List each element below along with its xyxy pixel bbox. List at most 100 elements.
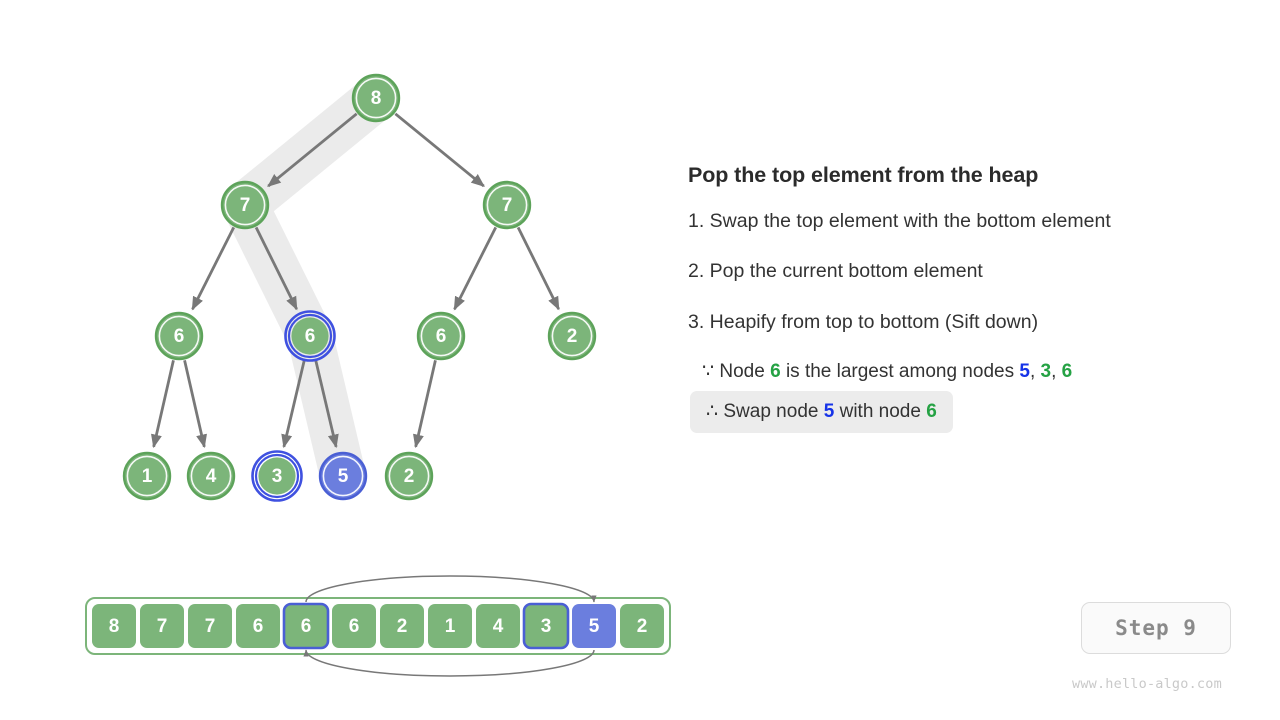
- tree-node: 2: [384, 451, 434, 501]
- step-badge: Step 9: [1081, 602, 1231, 654]
- tree-node-value: 6: [436, 326, 447, 347]
- array-cell: 6: [332, 604, 376, 648]
- step-badge-label: Step 9: [1115, 616, 1197, 640]
- array-cell-value: 3: [541, 616, 552, 637]
- tree-node-value: 8: [371, 88, 382, 109]
- array-cell: 7: [140, 604, 184, 648]
- array-cell: 6: [236, 604, 280, 648]
- tree-node-value: 7: [502, 195, 513, 216]
- sift-down-highlight-path: [222, 75, 399, 499]
- tree-node-value: 7: [240, 195, 251, 216]
- tree-edges: [151, 112, 560, 449]
- array-cell-value: 6: [349, 616, 360, 637]
- array-cell-value: 5: [589, 616, 600, 637]
- conclusion-text: ∴ Swap node 5 with node 6: [690, 390, 953, 434]
- array-cell-box: [428, 604, 472, 648]
- array-cell: 2: [620, 604, 664, 648]
- step-2-text: 2. Pop the current bottom element: [688, 260, 983, 283]
- page-title: Pop the top element from the heap: [688, 163, 1039, 187]
- array-cell-value: 8: [109, 616, 120, 637]
- tree-edge: [413, 360, 437, 449]
- watermark: www.hello-algo.com: [1072, 676, 1222, 692]
- array-cell-value: 6: [301, 616, 312, 637]
- array-cell-value: 7: [205, 616, 216, 637]
- array-cell-box: [140, 604, 184, 648]
- tree-node: 6: [284, 310, 336, 362]
- tree-node-value: 3: [272, 466, 283, 487]
- tree-edge: [151, 360, 175, 449]
- array-cell-box: [620, 604, 664, 648]
- step-1-text: 1. Swap the top element with the bottom …: [688, 209, 1111, 232]
- tree-node: 4: [186, 451, 236, 501]
- array-swap-arrows: [303, 575, 597, 677]
- tree-edge: [254, 226, 298, 311]
- tree-edge: [394, 112, 485, 188]
- reason-candidate-1: 3: [1040, 360, 1052, 382]
- swap-arrow-forward: [305, 575, 597, 603]
- array-cell: 3: [522, 602, 570, 650]
- array-cell: 8: [92, 604, 136, 648]
- array-cell-value: 1: [445, 616, 456, 637]
- swap-arrow-backward: [303, 649, 595, 677]
- array-cell-value: 2: [397, 616, 408, 637]
- therefore-symbol: ∴: [706, 400, 719, 422]
- array-cell-box: [380, 604, 424, 648]
- because-symbol: ∵: [702, 360, 715, 382]
- conclusion-to-value: 6: [926, 400, 937, 422]
- tree-edge: [453, 226, 498, 311]
- array-cell-box: [282, 602, 330, 650]
- tree-node-value: 5: [338, 466, 349, 487]
- array-cell-box: [236, 604, 280, 648]
- tree-node-value: 6: [305, 326, 316, 347]
- array-cell: 4: [476, 604, 520, 648]
- array-cell: 2: [380, 604, 424, 648]
- tree-node-value: 6: [174, 326, 185, 347]
- tree-edge: [191, 226, 236, 311]
- tree-nodes: 8 7 7 6 6 6 2 1 4 3 5 2: [122, 73, 597, 502]
- tree-edge: [267, 112, 358, 188]
- tree-node: 7: [220, 180, 270, 230]
- reason-prefix: Node: [719, 360, 765, 382]
- array-cell-box: [522, 602, 570, 650]
- reason-node-value: 6: [770, 360, 781, 382]
- tree-node-value: 4: [206, 466, 217, 487]
- array-cell-value: 4: [493, 616, 504, 637]
- array-cell: 1: [428, 604, 472, 648]
- array-cell-value: 6: [253, 616, 264, 637]
- tree-node-value: 2: [404, 466, 415, 487]
- array-container-border: [85, 597, 671, 655]
- tree-node: 7: [482, 180, 532, 230]
- reason-comma-0: ,: [1029, 360, 1036, 382]
- tree-edge: [516, 226, 560, 311]
- conclusion-prefix: Swap node: [723, 400, 819, 422]
- step-3-text: 3. Heapify from top to bottom (Sift down…: [688, 310, 1039, 333]
- array-cell-box: [572, 604, 616, 648]
- array-cell-value: 7: [157, 616, 168, 637]
- tree-node: 6: [416, 311, 466, 361]
- tree-edge: [183, 360, 207, 449]
- conclusion-from-value: 5: [823, 400, 835, 422]
- array-cell-box: [92, 604, 136, 648]
- tree-edge: [314, 360, 339, 449]
- tree-edge: [281, 360, 306, 449]
- reason-candidate-0: 5: [1019, 360, 1030, 382]
- tree-node: 8: [351, 73, 401, 123]
- tree-node-value: 1: [142, 466, 153, 487]
- reason-candidate-2: 6: [1061, 360, 1073, 382]
- reason-middle: is the largest among nodes: [785, 360, 1015, 382]
- array-representation: 8 7 7 6 6 6 2 1 4 3 5 2: [85, 597, 671, 655]
- tree-node: 6: [154, 311, 204, 361]
- conclusion-middle: with node: [839, 400, 921, 422]
- array-cell-box: [332, 604, 376, 648]
- tree-node: 1: [122, 451, 172, 501]
- array-cell-value: 2: [637, 616, 648, 637]
- reason-comma-1: ,: [1051, 360, 1057, 382]
- reason-text: ∵ Node 6 is the largest among nodes 5, 3…: [702, 360, 1248, 385]
- tree-node: 5: [318, 451, 368, 501]
- array-cell: 7: [188, 604, 232, 648]
- tree-node: 3: [251, 450, 303, 502]
- array-cell-box: [188, 604, 232, 648]
- array-cell: 6: [282, 602, 330, 650]
- tree-node: 2: [547, 311, 597, 361]
